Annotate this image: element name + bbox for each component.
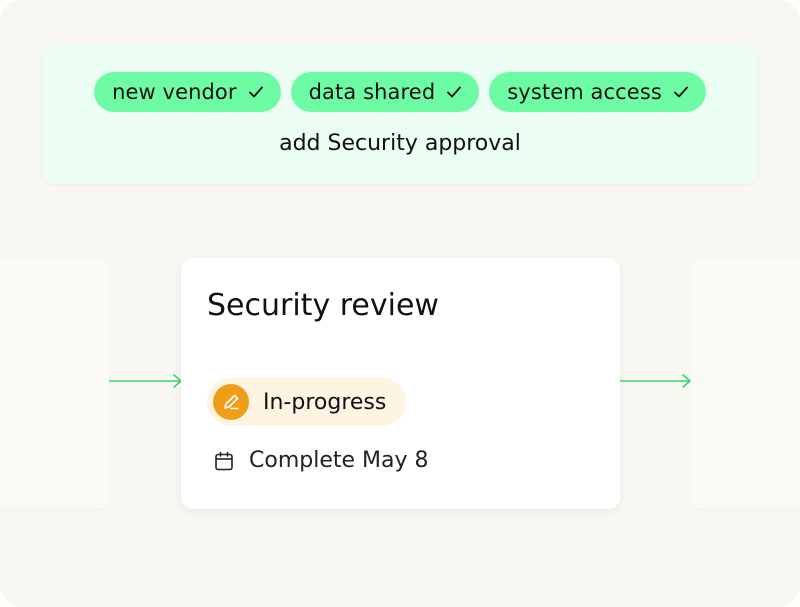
pencil-icon (213, 384, 249, 420)
check-icon (447, 86, 462, 98)
arrow-right-icon (620, 374, 691, 388)
due-date-label: Complete May 8 (249, 448, 429, 473)
step-title: Security review (207, 288, 439, 323)
condition-chip-system-access[interactable]: system access (489, 72, 706, 112)
approval-rule-panel[interactable]: new vendor data shared system access add… (42, 45, 758, 184)
rule-action-text: add Security approval (279, 131, 521, 156)
next-step-card[interactable] (691, 258, 800, 509)
status-badge[interactable]: In-progress (207, 378, 407, 426)
condition-chip-data-shared[interactable]: data shared (290, 72, 480, 112)
condition-chip-label: system access (507, 80, 662, 104)
due-date-row: Complete May 8 (213, 448, 429, 473)
condition-chip-new-vendor[interactable]: new vendor (94, 72, 281, 112)
condition-chip-row: new vendor data shared system access (42, 72, 758, 112)
status-label: In-progress (263, 389, 387, 415)
previous-step-card[interactable] (0, 258, 109, 509)
check-icon (674, 86, 688, 98)
condition-chip-label: data shared (308, 80, 436, 104)
security-review-step-card[interactable]: Security review In-progress Complete May… (181, 258, 620, 509)
calendar-icon (215, 451, 233, 470)
arrow-right-icon (109, 374, 182, 388)
condition-chip-label: new vendor (112, 80, 237, 104)
check-icon (248, 86, 263, 98)
